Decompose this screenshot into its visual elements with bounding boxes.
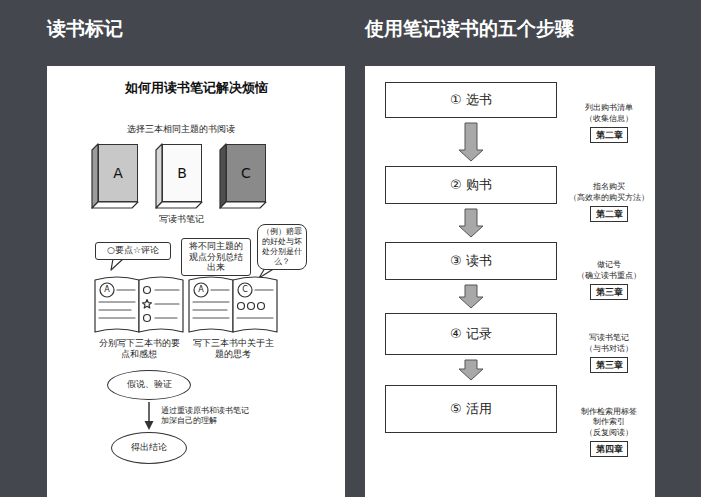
block-arrow-shape <box>459 360 483 380</box>
node-text: ⑤ 活用 <box>450 401 492 417</box>
chapter-badge: 列出购书清单 （收集信息）第二章 <box>590 127 628 143</box>
book-letter: A <box>113 165 123 181</box>
panel: 读书标记ABC○要点☆评论将不同主题的观点分别总结出来（例）赔罪的好处与坏处分别… <box>47 66 345 497</box>
step-note: 指名购买 （高效率的购买方法） <box>567 182 651 203</box>
chapter-badge: 做记号 （确立读书重点）第三章 <box>590 284 628 300</box>
text-label: A <box>101 284 113 296</box>
chapter-label: 第四章 <box>596 444 623 454</box>
block-arrow-shape <box>459 285 483 308</box>
callout-box: ○要点☆评论 <box>95 242 171 260</box>
book: A <box>98 144 138 202</box>
process-box: ④ 记录 <box>385 313 557 355</box>
node-text: ○要点☆评论 <box>107 245 159 256</box>
ellipse-node: 假说、验证 <box>107 370 191 400</box>
ellipse-node: 得出结论 <box>111 432 187 464</box>
chapter-badge: 写读书笔记 （与书对话）第三章 <box>590 357 628 373</box>
node-text: 假说、验证 <box>127 379 172 390</box>
block-arrow <box>459 123 483 161</box>
chapter-label: 第二章 <box>596 209 623 219</box>
text-label: 分别写下三本书的要点和感想 <box>95 338 183 360</box>
process-box: ① 选书 <box>385 82 557 118</box>
node-text: 得出结论 <box>131 442 167 453</box>
book-letter: C <box>241 165 251 181</box>
block-arrow <box>459 285 483 308</box>
callout-box: 将不同主题的观点分别总结出来 <box>181 238 251 276</box>
connector-line <box>148 402 150 423</box>
node-text: ④ 记录 <box>450 326 492 342</box>
text-label: C <box>239 284 251 296</box>
panel: 使用笔记读书的五个步骤① 选书列出购书清单 （收集信息）第二章② 购书指名购买 … <box>365 66 655 497</box>
node-text: ③ 读书 <box>450 253 492 269</box>
book: C <box>226 144 266 202</box>
block-arrow <box>459 360 483 380</box>
edge-label: 通过重读原书和读书笔记加深自己的理解 <box>159 405 255 428</box>
text-label: 写读书笔记 <box>131 214 231 225</box>
chapter-badge: 制作检索用标签 制作索引 （反复阅读）第四章 <box>590 441 628 457</box>
block-arrow-shape <box>459 123 483 161</box>
chapter-label: 第二章 <box>596 130 623 140</box>
speech-bubble: （例）赔罪的好处与坏处分别是什么？ <box>257 224 307 270</box>
step-note: 写读书笔记 （与书对话） <box>567 333 651 354</box>
step-note: 制作检索用标签 制作索引 （反复阅读） <box>576 407 642 438</box>
text-label: A <box>195 284 207 296</box>
panel-heading: 使用笔记读书的五个步骤 <box>365 16 574 42</box>
node-text: ① 选书 <box>450 92 492 108</box>
step-note: 列出购书清单 （收集信息） <box>567 103 651 124</box>
text-label: 选择三本相同主题的书阅读 <box>81 124 281 135</box>
panel-heading: 读书标记 <box>47 16 123 42</box>
process-box: ② 购书 <box>385 166 557 204</box>
arrow-connector <box>145 402 154 430</box>
block-arrow <box>459 209 483 237</box>
text-label: 写下三本书中关于主题的思考 <box>189 338 277 360</box>
chapter-label: 第三章 <box>596 287 623 297</box>
book: B <box>162 144 202 202</box>
node-text: ② 购书 <box>450 177 492 193</box>
chapter-label: 第三章 <box>596 360 623 370</box>
node-text: （例）赔罪的好处与坏处分别是什么？ <box>261 227 303 267</box>
book-letter: B <box>177 165 187 181</box>
text-label: 如何用读书笔记解决烦恼 <box>47 80 345 97</box>
process-box: ③ 读书 <box>385 242 557 280</box>
process-box: ⑤ 活用 <box>385 385 557 433</box>
step-note: 做记号 （确立读书重点） <box>567 260 651 281</box>
chapter-badge: 指名购买 （高效率的购买方法）第二章 <box>590 206 628 222</box>
node-text: 将不同主题的观点分别总结出来 <box>185 241 247 273</box>
arrow-head <box>145 421 154 430</box>
block-arrow-shape <box>459 209 483 237</box>
